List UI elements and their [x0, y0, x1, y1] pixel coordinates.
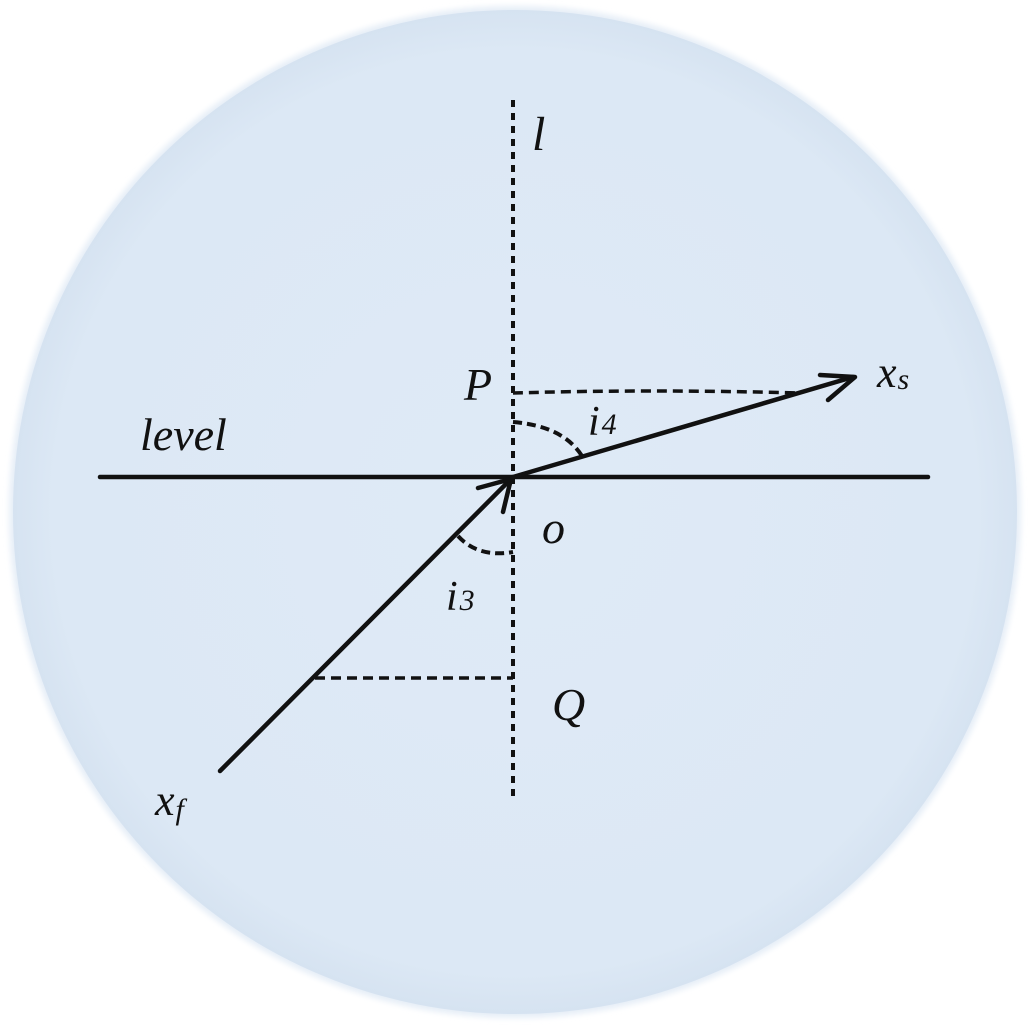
projection-line-p [512, 389, 801, 395]
angle-i3-base: i [446, 574, 458, 620]
vector-xs-subscript: s [898, 363, 910, 396]
angle-arc-i3 [456, 534, 514, 556]
normal-line-label: l [532, 108, 545, 161]
vector-xs-label: xs [876, 348, 909, 397]
refracted-ray [510, 374, 856, 480]
incident-ray [217, 478, 512, 774]
vector-xs-base: x [876, 348, 897, 397]
vector-xf-base: x [154, 776, 175, 825]
point-p-label: P [463, 359, 492, 410]
point-q-label: Q [552, 679, 585, 730]
level-line-label: level [140, 409, 227, 460]
angle-i4-subscript: 4 [602, 408, 617, 441]
incident-arrowhead [475, 476, 514, 515]
refracted-arrowhead [817, 372, 858, 403]
point-o-label: o [542, 502, 565, 553]
angle-i4-base: i [588, 399, 600, 445]
background-disc [13, 10, 1017, 1014]
angle-i3-label: i3 [446, 574, 475, 620]
angle-arc-i4 [512, 420, 584, 458]
angle-i3-subscript: 3 [459, 584, 475, 617]
angle-i4-label: i4 [588, 399, 617, 445]
